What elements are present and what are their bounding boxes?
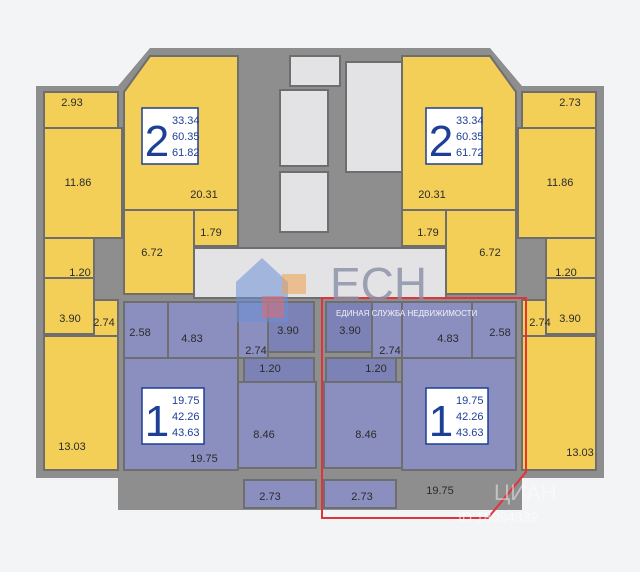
logo-text: ЕСН xyxy=(330,258,427,310)
area-total: 42.26 xyxy=(172,411,200,423)
r1-bath xyxy=(325,301,373,353)
l-corridor xyxy=(93,299,119,337)
label-l-corr: 2.74 xyxy=(93,317,114,329)
l-hall xyxy=(123,209,195,295)
label-r1-wc: 1.20 xyxy=(365,363,386,375)
label-l-hall: 6.72 xyxy=(141,247,162,259)
label-l1-loggia: 2.73 xyxy=(259,491,280,503)
r-bedroom xyxy=(521,335,597,471)
label-l1-balcony: 2.58 xyxy=(129,327,150,339)
l-wc-small xyxy=(193,209,239,247)
l-balcony-top xyxy=(43,91,119,129)
area-total: 60.35 xyxy=(172,131,200,143)
label-r1-hall: 4.83 xyxy=(437,333,458,345)
badge-right-2room: 2 33.34 60.35 61.72 xyxy=(425,107,484,166)
area-full: 43.63 xyxy=(172,427,200,439)
apartment-left-1room xyxy=(123,301,317,509)
r-hall xyxy=(445,209,517,295)
label-r1-corr: 2.74 xyxy=(379,345,400,357)
l-bath xyxy=(43,277,95,335)
area-total: 42.26 xyxy=(456,411,484,423)
label-l1-hall: 4.83 xyxy=(181,333,202,345)
rooms-count: 2 xyxy=(145,117,169,166)
area-full: 61.72 xyxy=(456,147,484,159)
r-wc-small xyxy=(401,209,447,247)
area-living: 33.34 xyxy=(456,115,484,127)
badge-right-1room: 1 19.75 42.26 43.63 xyxy=(425,387,489,446)
area-total: 60.35 xyxy=(456,131,484,143)
area-full: 43.63 xyxy=(456,427,484,439)
logo-subtitle: ЕДИНАЯ СЛУЖБА НЕДВИЖИМОСТИ xyxy=(336,309,478,318)
common-core xyxy=(193,55,447,299)
label-l1-bath: 3.90 xyxy=(277,325,298,337)
selected-apartment-frame xyxy=(321,297,527,519)
label-l-room: 20.31 xyxy=(190,189,218,201)
label-l-kitchen: 11.86 xyxy=(65,177,92,189)
l-bedroom xyxy=(43,335,119,471)
r1-kitchen xyxy=(323,381,403,469)
r-bath xyxy=(545,277,597,335)
label-l1-wc: 1.20 xyxy=(259,363,280,375)
elevator-shaft-2 xyxy=(279,171,329,233)
label-l-bath-120: 1.20 xyxy=(69,267,90,279)
rooms-count: 1 xyxy=(145,397,169,446)
r1-loggia xyxy=(323,479,397,509)
watermark-text: ЦИАН xyxy=(494,480,557,505)
badge-left-2room: 2 33.34 60.35 61.82 xyxy=(141,107,200,166)
label-l-bedroom: 13.03 xyxy=(58,441,86,453)
label-l-bath: 3.90 xyxy=(59,313,80,325)
label-r-bath: 3.90 xyxy=(559,313,580,325)
garbage-room xyxy=(289,55,341,87)
room-labels: 2.93 11.86 20.31 6.72 1.79 1.20 3.90 2.7… xyxy=(58,97,594,503)
area-living: 33.34 xyxy=(172,115,200,127)
label-r1-room: 19.75 xyxy=(426,485,454,497)
label-r1-bath: 3.90 xyxy=(339,325,360,337)
label-r1-balcony: 2.58 xyxy=(489,327,510,339)
badge-left-1room: 1 19.75 42.26 43.63 xyxy=(141,387,205,446)
l1-hall xyxy=(167,301,239,359)
rooms-count: 1 xyxy=(429,397,453,446)
area-living: 19.75 xyxy=(172,395,200,407)
r1-balcony xyxy=(471,301,517,359)
staircase xyxy=(345,61,403,173)
label-r-hall: 6.72 xyxy=(479,247,500,259)
label-r-wc-small: 1.79 xyxy=(417,227,438,239)
label-l-balcony-top: 2.93 xyxy=(61,97,82,109)
r-balcony-top xyxy=(521,91,597,129)
label-r-bath-120: 1.20 xyxy=(555,267,576,279)
apartment-right-2room xyxy=(401,55,597,471)
watermark-id: ID 18094332 xyxy=(458,509,538,525)
label-l-wc-small: 1.79 xyxy=(200,227,221,239)
l1-kitchen xyxy=(237,381,317,469)
label-r-corr: 2.74 xyxy=(529,317,550,329)
l1-loggia xyxy=(243,479,317,509)
rooms-count: 2 xyxy=(429,117,453,166)
esn-logo: ЕСН ЕДИНАЯ СЛУЖБА НЕДВИЖИМОСТИ xyxy=(236,258,478,322)
label-r-bedroom: 13.03 xyxy=(566,447,594,459)
label-l1-kitchen: 8.46 xyxy=(253,429,274,441)
label-l1-corr: 2.74 xyxy=(245,345,266,357)
area-full: 61.82 xyxy=(172,147,200,159)
label-r-balcony-top: 2.73 xyxy=(559,97,580,109)
area-living: 19.75 xyxy=(456,395,484,407)
r1-wc xyxy=(325,357,397,383)
cian-watermark: ЦИАН ID 18094332 xyxy=(458,480,557,525)
label-l1-room: 19.75 xyxy=(190,453,218,465)
l-kitchen xyxy=(43,127,123,239)
elevator-shaft-1 xyxy=(279,89,329,167)
label-r1-kitchen: 8.46 xyxy=(355,429,376,441)
common-corridor xyxy=(193,247,447,299)
label-r-room: 20.31 xyxy=(418,189,446,201)
label-r-kitchen: 11.86 xyxy=(547,177,574,189)
label-r1-loggia: 2.73 xyxy=(351,491,372,503)
